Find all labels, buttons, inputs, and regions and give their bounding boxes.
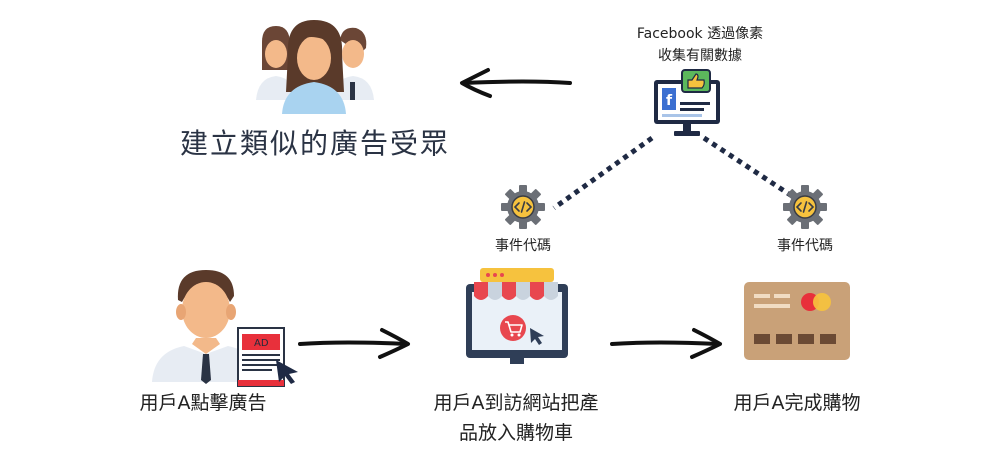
people-group-icon xyxy=(252,14,376,114)
pixel-label-line1: Facebook 透過像素 xyxy=(636,26,764,42)
dashed-connector-right xyxy=(700,134,800,200)
event-label-left: 事件代碼 xyxy=(495,238,551,254)
step2-label-line1: 用戶A到訪網站把產 xyxy=(433,392,599,414)
step1-label: 用戶A點擊廣告 xyxy=(139,392,267,414)
arrow-right-icon xyxy=(608,326,724,362)
online-shop-icon xyxy=(460,266,572,364)
svg-text:f: f xyxy=(666,93,673,109)
ad-badge-text: AD xyxy=(254,338,269,349)
pixel-label-line2: 收集有關數據 xyxy=(658,48,742,64)
credit-card-icon xyxy=(744,282,850,360)
event-label-right: 事件代碼 xyxy=(777,238,833,254)
code-gear-icon xyxy=(500,184,546,230)
facebook-monitor-icon: f xyxy=(652,68,724,140)
step2-label-line2: 品放入購物車 xyxy=(458,422,573,444)
code-gear-icon xyxy=(782,184,828,230)
step3-label: 用戶A完成購物 xyxy=(733,392,861,414)
arrow-right-icon xyxy=(296,326,412,362)
audience-label: 建立類似的廣告受眾 xyxy=(180,127,451,160)
dashed-connector-left xyxy=(548,134,658,212)
user-ad-icon: AD xyxy=(150,266,306,388)
arrow-left-icon xyxy=(458,66,574,102)
